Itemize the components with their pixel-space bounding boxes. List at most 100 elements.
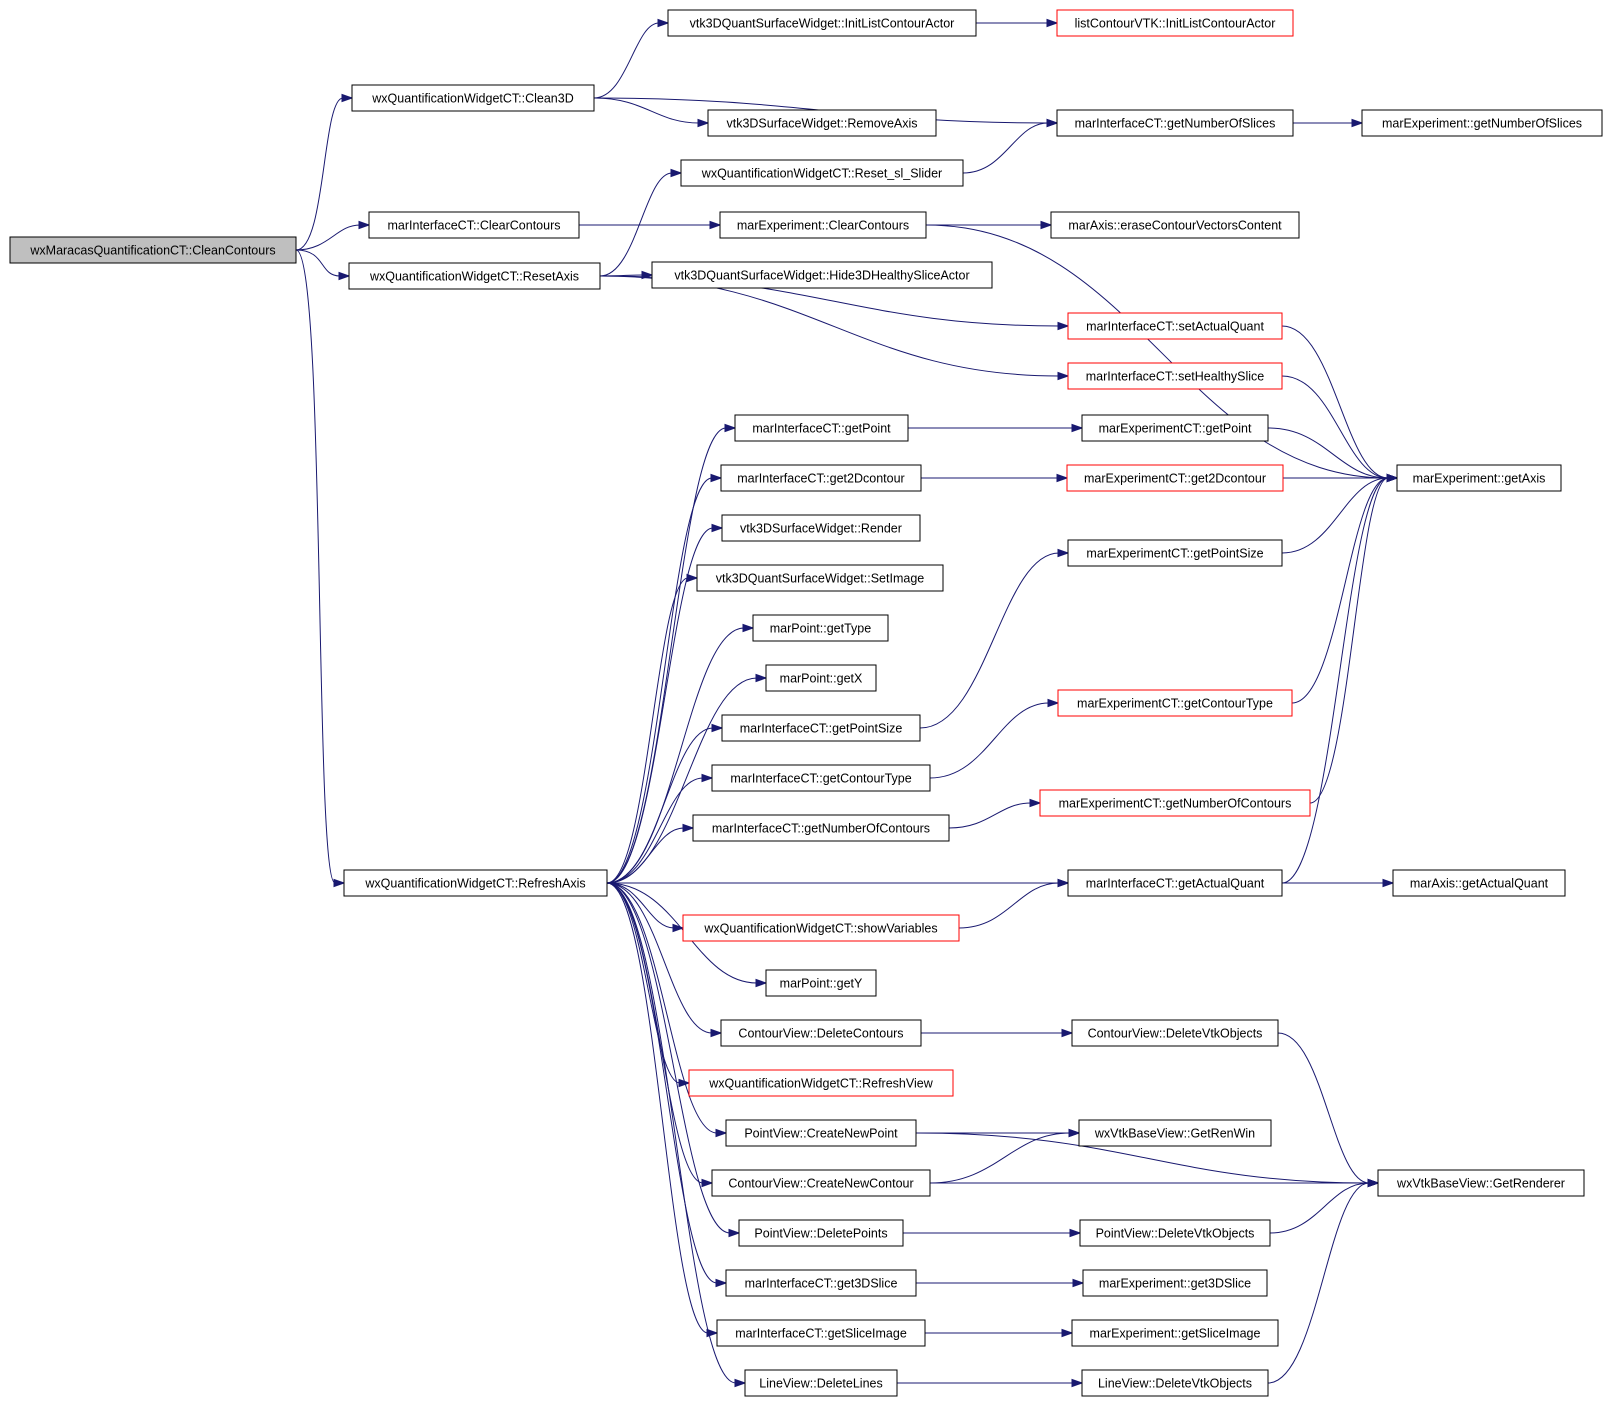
node-box — [1392, 869, 1566, 897]
node-box — [1079, 1219, 1271, 1247]
edge-n34-n47 — [1267, 427, 1399, 483]
node-label: LineView::DeleteLines — [759, 1377, 882, 1391]
function-node[interactable]: marInterfaceCT::getPointSize — [721, 714, 921, 742]
function-node[interactable]: marPoint::getType — [752, 614, 889, 642]
edge-line — [915, 1132, 1370, 1184]
function-node[interactable]: marExperiment::getAxis — [1396, 464, 1562, 492]
function-node[interactable]: marInterfaceCT::get2Dcontour — [720, 464, 922, 492]
edge-n1-n5 — [593, 18, 670, 99]
function-node[interactable]: marInterfaceCT::getPoint — [734, 414, 909, 442]
node-box — [1361, 109, 1603, 137]
function-node[interactable]: marExperiment::get3DSlice — [1082, 1269, 1268, 1297]
function-node[interactable]: marPoint::getY — [765, 969, 877, 997]
node-box — [651, 261, 993, 289]
node-label: marInterfaceCT::getPointSize — [740, 722, 903, 736]
function-node[interactable]: marAxis::eraseContourVectorsContent — [1050, 211, 1300, 239]
node-box — [1056, 9, 1294, 37]
node-label: vtk3DQuantSurfaceWidget::SetImage — [716, 572, 924, 586]
function-node[interactable]: vtk3DSurfaceWidget::Render — [721, 514, 921, 542]
function-node[interactable]: marInterfaceCT::getNumberOfSlices — [1056, 109, 1294, 137]
node-box — [1067, 312, 1283, 340]
edge-n4-n23 — [606, 882, 728, 1138]
edge-arrowhead — [672, 923, 685, 933]
node-box — [711, 1169, 931, 1197]
function-node[interactable]: marInterfaceCT::setHealthySlice — [1067, 362, 1283, 390]
function-node[interactable]: marExperimentCT::get2Dcontour — [1066, 464, 1284, 492]
edge-n0-n3 — [295, 249, 351, 281]
function-node[interactable]: marExperimentCT::getNumberOfContours — [1039, 789, 1311, 817]
node-box — [1071, 1019, 1279, 1047]
edge-n4-n18 — [606, 823, 695, 884]
edge-arrowhead — [1061, 1328, 1074, 1338]
function-node[interactable]: marExperiment::getSliceImage — [1071, 1319, 1279, 1347]
node-label: vtk3DSurfaceWidget::Render — [740, 522, 902, 536]
function-node[interactable]: marExperiment::getNumberOfSlices — [1361, 109, 1603, 137]
edge-arrowhead — [1047, 698, 1060, 708]
function-node[interactable]: marInterfaceCT::setActualQuant — [1067, 312, 1283, 340]
function-node[interactable]: marExperimentCT::getContourType — [1057, 689, 1293, 717]
function-node[interactable]: wxQuantificationWidgetCT::RefreshAxis — [343, 869, 608, 897]
node-label: marPoint::getType — [770, 622, 871, 636]
edge-n39-n47 — [1281, 473, 1399, 884]
edge-n27-n44 — [925, 1328, 1074, 1338]
edge-arrowhead — [1057, 878, 1070, 888]
function-node[interactable]: ContourView::DeleteContours — [720, 1019, 922, 1047]
function-node[interactable]: ContourView::DeleteVtkObjects — [1071, 1019, 1279, 1047]
node-box — [1377, 1169, 1585, 1197]
function-node[interactable]: wxQuantificationWidgetCT::Clean3D — [351, 84, 595, 112]
edge-arrowhead — [710, 473, 723, 483]
edge-arrowhead — [742, 623, 755, 633]
edge-n4-n26 — [606, 882, 728, 1288]
function-node[interactable]: vtk3DQuantSurfaceWidget::SetImage — [696, 564, 944, 592]
function-node[interactable]: wxQuantificationWidgetCT::Reset_sl_Slide… — [680, 159, 964, 187]
edge-n4-n13 — [606, 573, 699, 884]
node-box — [720, 1019, 922, 1047]
node-label: PointView::CreateNewPoint — [744, 1127, 898, 1141]
function-node[interactable]: marInterfaceCT::get3DSlice — [725, 1269, 917, 1297]
function-node[interactable]: wxVtkBaseView::GetRenWin — [1078, 1119, 1272, 1147]
function-node[interactable]: LineView::DeleteVtkObjects — [1081, 1369, 1269, 1397]
edge-line — [295, 249, 341, 277]
function-node[interactable]: marInterfaceCT::ClearContours — [368, 211, 580, 239]
node-box — [721, 714, 921, 742]
function-node[interactable]: PointView::DeletePoints — [738, 1219, 904, 1247]
node-label: marInterfaceCT::getContourType — [730, 772, 911, 786]
function-node[interactable]: marExperiment::ClearContours — [719, 211, 927, 239]
edge-line — [606, 882, 718, 1284]
edge-n25-n42 — [902, 1228, 1082, 1238]
function-node[interactable]: LineView::DeleteLines — [744, 1369, 898, 1397]
function-node[interactable]: wxVtkBaseView::GetRenderer — [1377, 1169, 1585, 1197]
function-node[interactable]: ContourView::CreateNewContour — [711, 1169, 931, 1197]
node-box — [707, 109, 937, 137]
function-node[interactable]: wxQuantificationWidgetCT::ResetAxis — [348, 262, 601, 290]
edge-line — [1291, 477, 1389, 704]
function-node[interactable]: wxQuantificationWidgetCT::RefreshView — [688, 1069, 954, 1097]
function-node[interactable]: marInterfaceCT::getActualQuant — [1067, 869, 1283, 897]
edge-arrowhead — [709, 220, 722, 230]
function-node[interactable]: marInterfaceCT::getNumberOfContours — [692, 814, 950, 842]
edge-arrowhead — [701, 1178, 714, 1188]
function-node[interactable]: PointView::CreateNewPoint — [725, 1119, 917, 1147]
function-node[interactable]: PointView::DeleteVtkObjects — [1079, 1219, 1271, 1247]
node-label: marInterfaceCT::setActualQuant — [1086, 320, 1264, 334]
root-function-node[interactable]: wxMaracasQuantificationCT::CleanContours — [9, 236, 297, 264]
function-node[interactable]: vtk3DSurfaceWidget::RemoveAxis — [707, 109, 937, 137]
node-box — [738, 1219, 904, 1247]
node-box — [719, 211, 927, 239]
function-node[interactable]: wxQuantificationWidgetCT::showVariables — [682, 914, 960, 942]
function-node[interactable]: listContourVTK::InitListContourActor — [1056, 9, 1294, 37]
function-node[interactable]: marAxis::getActualQuant — [1392, 869, 1566, 897]
function-node[interactable]: marExperimentCT::getPoint — [1081, 414, 1269, 442]
function-node[interactable]: vtk3DQuantSurfaceWidget::InitListContour… — [667, 9, 977, 37]
edge-arrowhead — [338, 271, 351, 281]
node-label: marPoint::getX — [780, 672, 863, 686]
edge-n0-n4 — [295, 249, 346, 888]
edge-n26-n43 — [916, 1278, 1085, 1288]
function-node[interactable]: marPoint::getX — [765, 664, 877, 692]
function-node[interactable]: marInterfaceCT::getContourType — [711, 764, 931, 792]
function-node[interactable]: marInterfaceCT::getSliceImage — [716, 1319, 926, 1347]
node-box — [1050, 211, 1300, 239]
function-node[interactable]: vtk3DQuantSurfaceWidget::Hide3DHealthySl… — [651, 261, 993, 289]
node-box — [1396, 464, 1562, 492]
function-node[interactable]: marExperimentCT::getPointSize — [1067, 539, 1283, 567]
